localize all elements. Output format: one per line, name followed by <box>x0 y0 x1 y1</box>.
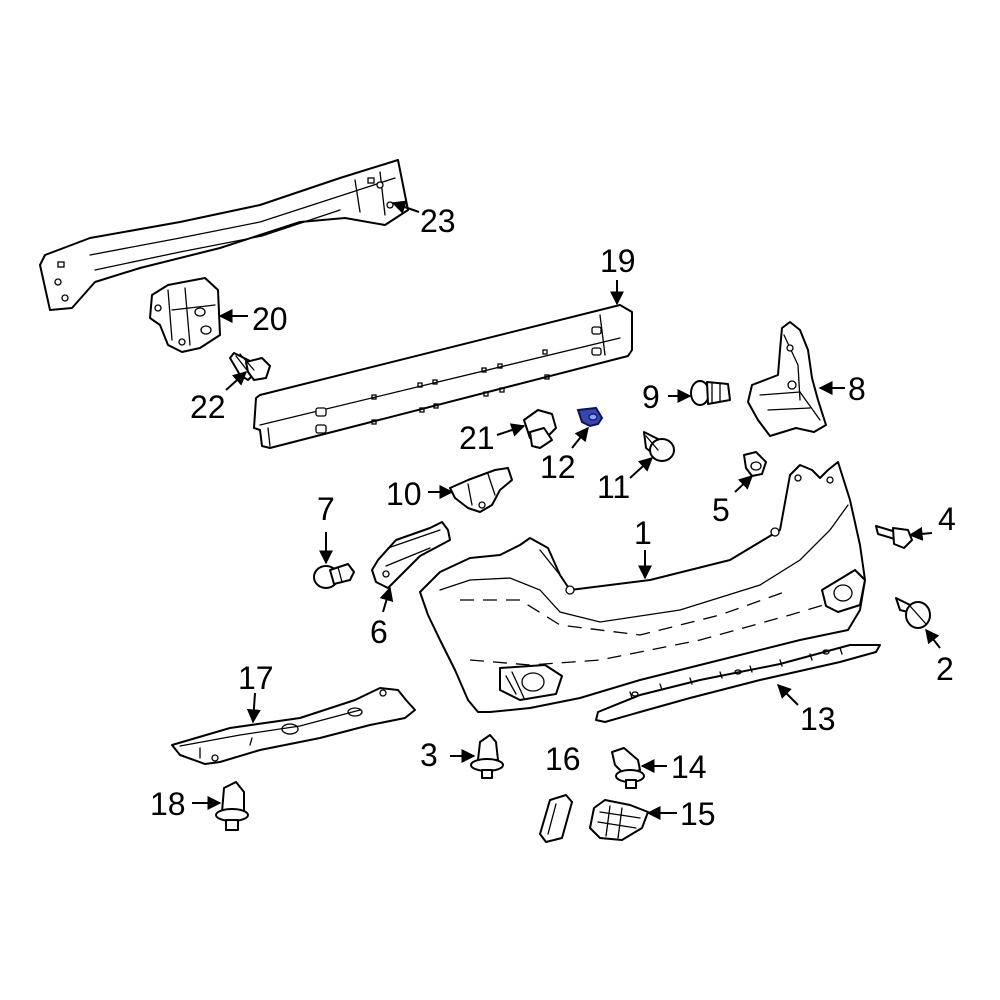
callout-4: 4 <box>938 501 956 537</box>
part-12-clip-highlighted <box>576 406 604 428</box>
part-22-bolt <box>229 352 271 381</box>
part-16-reflector <box>539 794 573 843</box>
callout-14: 14 <box>671 749 707 785</box>
part-18-clip <box>215 781 249 831</box>
part-10-bracket <box>449 467 513 513</box>
callout-22: 22 <box>190 389 226 425</box>
part-23-upper-reinforcement <box>39 159 409 311</box>
callout-7: 7 <box>317 491 335 527</box>
part-1-bumper-cover <box>419 461 866 713</box>
callout-6: 6 <box>370 614 388 650</box>
callout-16: 16 <box>545 741 581 777</box>
callout-15: 15 <box>680 796 716 832</box>
part-5-clip <box>743 451 767 477</box>
callout-17: 17 <box>238 660 274 696</box>
part-14-clip <box>611 747 645 789</box>
callout-3: 3 <box>420 737 438 773</box>
callout-19: 19 <box>600 243 636 279</box>
callout-18: 18 <box>150 786 186 822</box>
part-21-nut <box>523 409 557 449</box>
callout-11: 11 <box>597 469 630 505</box>
callout-23: 23 <box>420 203 456 239</box>
part-9-push-clip <box>690 380 731 406</box>
callout-20: 20 <box>252 301 288 337</box>
part-3-clip <box>470 734 504 779</box>
callout-13: 13 <box>800 701 836 737</box>
part-11-bolt <box>643 431 675 462</box>
callout-21: 21 <box>459 420 495 456</box>
callout-labels: 23 20 22 19 21 12 9 8 11 5 10 1 4 2 7 6 … <box>150 203 956 832</box>
callout-10: 10 <box>386 476 422 512</box>
callout-9: 9 <box>642 379 660 415</box>
part-6-side-bracket <box>371 521 451 589</box>
callout-8: 8 <box>848 371 866 407</box>
callout-1: 1 <box>634 515 652 551</box>
part-2-bolt <box>895 597 931 629</box>
part-20-bracket <box>149 277 221 353</box>
part-7-bolt <box>313 563 355 589</box>
part-19-absorber-bar <box>253 304 633 449</box>
callout-12: 12 <box>540 449 576 485</box>
part-15-housing <box>589 799 649 841</box>
part-13-lower-garnish <box>595 644 881 723</box>
callout-5: 5 <box>712 492 730 528</box>
part-8-side-bracket <box>747 321 827 437</box>
callout-2: 2 <box>936 651 954 687</box>
leader-arrows <box>192 200 941 820</box>
part-4-bolt <box>875 525 913 549</box>
part-17-lower-reinforcement <box>171 687 416 765</box>
